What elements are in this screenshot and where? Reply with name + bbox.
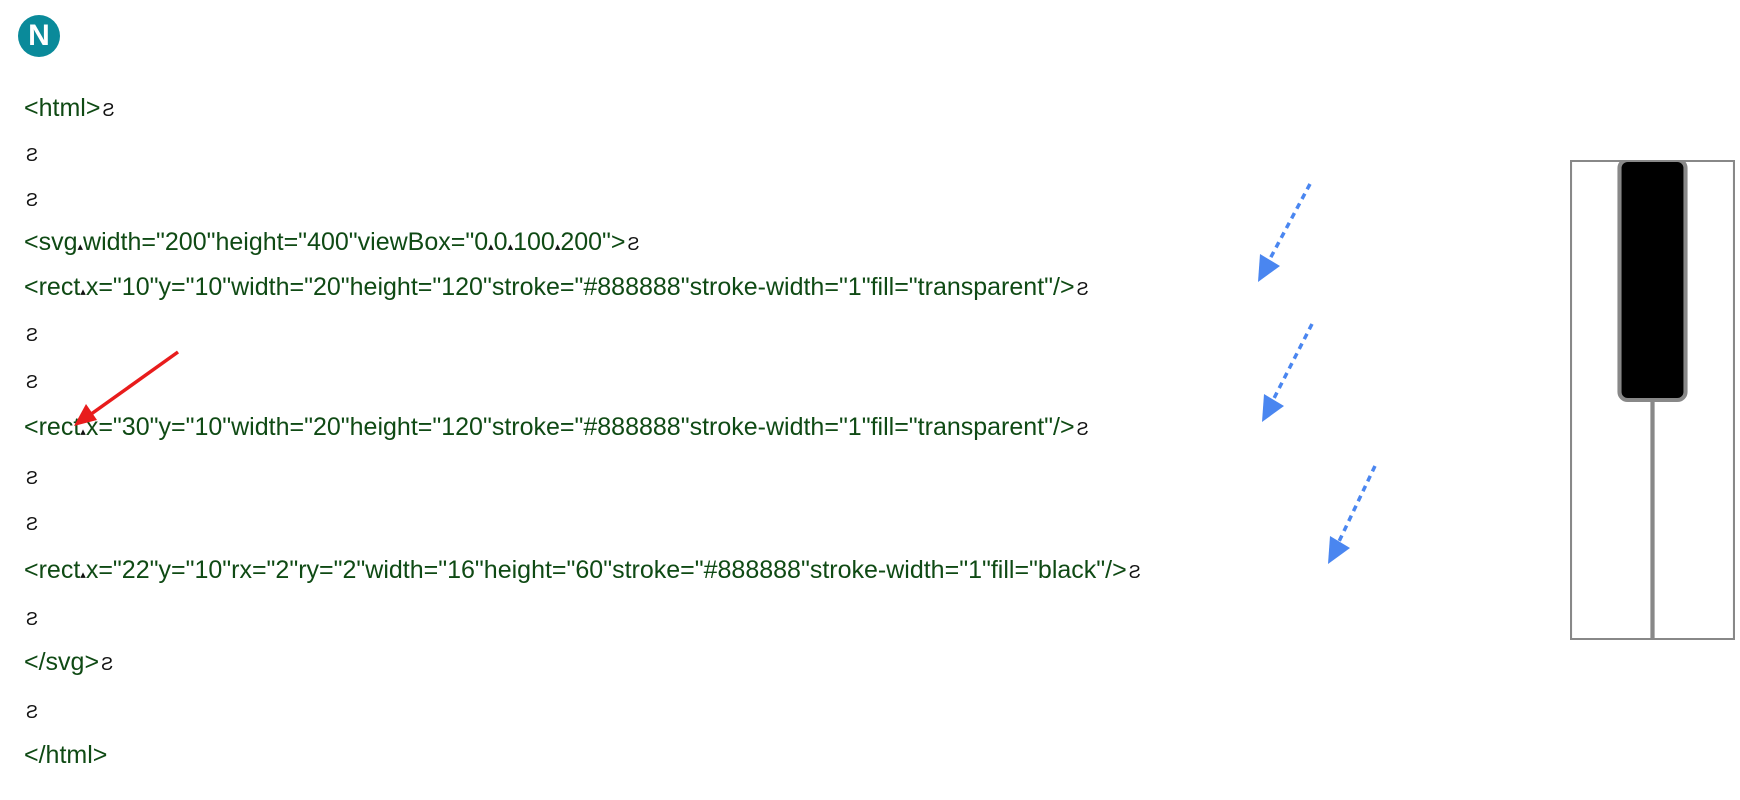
code-text: <rect <box>24 273 81 301</box>
code-text: x="10"y="10"width="20"height="120"stroke… <box>85 273 1075 301</box>
return-glyph-icon: Ƨ <box>26 325 39 345</box>
code-line: Ƨ <box>24 183 38 213</box>
return-glyph-icon: Ƨ <box>1076 279 1089 299</box>
code-line: <svg▴width="200"height="400"viewBox="0▴0… <box>24 227 640 257</box>
blue-dotted-arrowhead <box>1328 536 1350 564</box>
code-text: </svg> <box>24 648 100 676</box>
code-line: Ƨ <box>24 365 38 395</box>
code-text: <svg <box>24 228 78 256</box>
code-line: <rect▴x="10"y="10"width="20"height="120"… <box>24 272 1089 302</box>
blue-dotted-arrowhead <box>1258 254 1280 282</box>
return-glyph-icon: Ƨ <box>26 468 39 488</box>
code-line: Ƨ <box>24 461 38 491</box>
code-text: <rect <box>24 413 81 441</box>
return-glyph-icon: Ƨ <box>1076 419 1089 439</box>
return-glyph-icon: Ƨ <box>26 145 39 165</box>
return-glyph-icon: Ƨ <box>26 190 39 210</box>
code-line: Ƨ <box>24 318 38 348</box>
space-glyph-icon: ▴ <box>507 241 514 253</box>
code-text: </html> <box>24 741 108 769</box>
blue-dotted-arrow-icon <box>1332 465 1377 553</box>
return-glyph-icon: Ƨ <box>26 372 39 392</box>
space-glyph-icon: ▴ <box>554 241 561 253</box>
code-text: 0 <box>493 228 508 256</box>
code-line: Ƨ <box>24 602 38 632</box>
return-glyph-icon: Ƨ <box>101 654 114 674</box>
return-glyph-icon: Ƨ <box>26 514 39 534</box>
code-text: width="200"height="400"viewBox="0 <box>83 228 489 256</box>
space-glyph-icon: ▴ <box>80 569 86 581</box>
blue-dotted-arrow-icon <box>1262 183 1312 271</box>
code-line: Ƨ <box>24 695 38 725</box>
code-line: </html> <box>24 740 107 770</box>
code-line: <rect▴x="22"y="10"rx="2"ry="2"width="16"… <box>24 555 1141 585</box>
return-glyph-icon: Ƨ <box>627 234 640 254</box>
code-text: x="30"y="10"width="20"height="120"stroke… <box>85 413 1075 441</box>
space-glyph-icon: ▴ <box>488 241 494 253</box>
space-glyph-icon: ▴ <box>80 286 86 298</box>
code-line: Ƨ <box>24 138 38 168</box>
space-glyph-icon: ▴ <box>77 241 84 253</box>
code-text: 200"> <box>560 228 626 256</box>
code-text: x="22"y="10"rx="2"ry="2"width="16"height… <box>85 556 1127 584</box>
code-text: <rect <box>24 556 81 584</box>
space-glyph-icon: ▴ <box>80 426 86 438</box>
code-line: <rect▴x="30"y="10"width="20"height="120"… <box>24 412 1089 442</box>
black-key <box>1617 160 1688 402</box>
return-glyph-icon: Ƨ <box>102 100 115 120</box>
return-glyph-icon: Ƨ <box>26 702 39 722</box>
blue-dotted-arrow-icon <box>1266 323 1314 411</box>
code-text: 100 <box>513 228 555 256</box>
blue-dotted-arrowhead <box>1262 394 1284 422</box>
code-line: </svg>Ƨ <box>24 647 113 677</box>
code-line: Ƨ <box>24 507 38 537</box>
return-glyph-icon: Ƨ <box>26 609 39 629</box>
svg-preview <box>1570 160 1735 640</box>
code-line: <html>Ƨ <box>24 93 114 123</box>
return-glyph-icon: Ƨ <box>1128 562 1141 582</box>
logo-n-icon: N <box>18 15 60 57</box>
code-text: <html> <box>24 94 101 122</box>
